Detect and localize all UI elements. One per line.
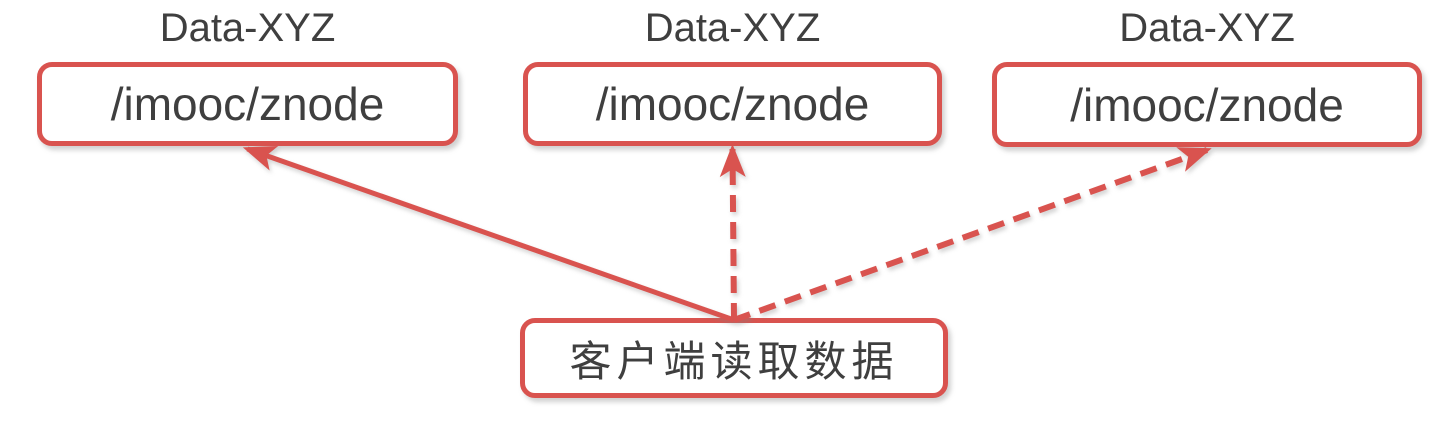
znode-3-label: Data-XYZ: [1119, 6, 1295, 50]
znode-3-path-text: /imooc/znode: [1070, 78, 1344, 131]
znode-2-label: Data-XYZ: [644, 6, 821, 50]
znode-2-path-text: /imooc/znode: [595, 78, 870, 130]
znode-2-box: /imooc/znode: [523, 62, 942, 146]
znode-3-box: /imooc/znode: [992, 62, 1422, 147]
client-read-box: 客户端读取数据: [520, 318, 948, 398]
znode-1-path-text: /imooc/znode: [110, 78, 385, 130]
znode-1-label: Data-XYZ: [159, 6, 336, 50]
znode-1-box: /imooc/znode: [37, 62, 458, 146]
edge-client-to-znode-1: [242, 146, 735, 323]
edge-client-to-znode-3: [732, 147, 1212, 323]
client-read-text: 客户端读取数据: [569, 337, 899, 385]
edge-client-to-znode-2: [719, 144, 746, 321]
